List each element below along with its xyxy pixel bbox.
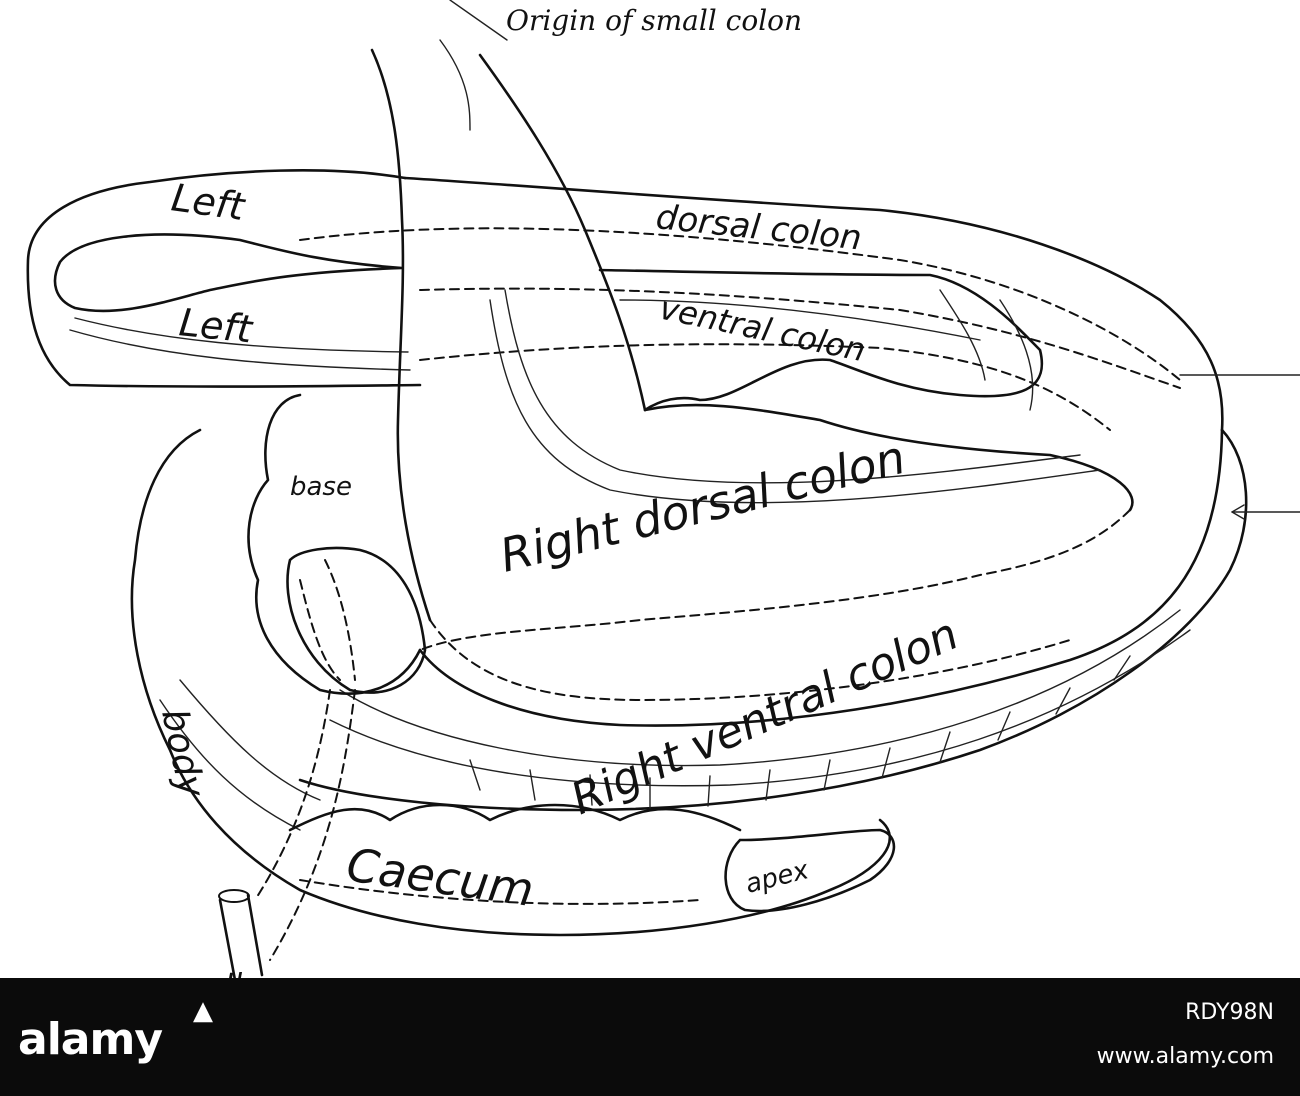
left-ventral-line-1 (74, 317, 409, 353)
left-colon-outline (26, 169, 422, 388)
label-right-ventral-colon: Right ventral colon (564, 609, 966, 825)
dorsal-colon-top (403, 176, 1224, 432)
right-dorsal-inner-1 (504, 289, 1081, 484)
left-ventral-line-2 (69, 329, 411, 371)
ileum-tube-left (218, 898, 236, 978)
site-url-text: www.alamy.com (1096, 1044, 1274, 1069)
colon-diagram: Origin of small colon (26, 0, 1300, 978)
label-caecum: Caecum (343, 837, 537, 917)
small-colon-tube-right (478, 53, 647, 412)
anatomy-illustration: Origin of small colon (26, 0, 1300, 978)
label-ventral-colon: ventral colon (656, 289, 869, 370)
ventral-fold-curve-2 (999, 299, 1034, 411)
ventral-fold-curve-1 (939, 289, 986, 381)
left-colon-inner-loop (53, 233, 404, 313)
label-base: base (290, 472, 352, 502)
watermark-footer: alamy ▲ RDY98N www.alamy.com (0, 978, 1300, 1096)
ventral-colon-fold (598, 268, 1044, 412)
caecum-apex-outline (724, 828, 896, 913)
label-body: body (153, 705, 212, 801)
right-dorsal-colon-outline (643, 403, 1134, 512)
label-right-dorsal-colon: Right dorsal colon (495, 430, 911, 583)
ventral-fold-line (619, 299, 981, 341)
caecum-base-lobe (286, 546, 427, 694)
label-apex: apex (742, 855, 812, 900)
label-ileum-partial: Ileu (225, 968, 280, 978)
right-ventral-colon-outline (298, 428, 1248, 812)
caecum-sacculations (288, 803, 742, 832)
label-left-top: Left (169, 175, 249, 229)
body-fold-1 (159, 699, 301, 831)
ileum-dashed-1 (254, 689, 331, 901)
logo-mark-icon: ▲ (193, 996, 213, 1026)
ileum-tube-right (246, 893, 264, 977)
right-ventral-inner-edge (418, 428, 1224, 727)
caecum-dashed (299, 879, 701, 905)
leader-origin-small-colon (449, 0, 508, 41)
right-ventral-line-1 (339, 609, 1181, 767)
caecum-body-outline (130, 428, 892, 937)
right-ventral-line-2 (329, 629, 1191, 787)
right-dorsal-dashed-lower (429, 619, 1071, 702)
small-colon-top (439, 39, 471, 131)
dorsal-dashed-mid (419, 287, 1181, 389)
base-dashed-1 (299, 579, 341, 681)
right-dorsal-dashed (419, 509, 1131, 651)
label-origin-small-colon: Origin of small colon (506, 4, 802, 37)
pointer-arrowhead (1231, 504, 1245, 520)
caecum-base-outline (247, 393, 422, 695)
body-fold-2 (179, 679, 321, 801)
image-id-text: RDY98N (1185, 1000, 1274, 1025)
alamy-logo: alamy (18, 1014, 163, 1065)
small-colon-tube-left (370, 48, 432, 622)
dorsal-dashed-upper (299, 227, 1181, 381)
ileum-opening (218, 889, 250, 903)
ileum-dashed-2 (269, 689, 356, 961)
base-dashed-2 (324, 559, 356, 681)
right-dorsal-inner-2 (489, 299, 1101, 504)
ventral-dashed-lower (419, 343, 1111, 431)
haustra-ticks (469, 655, 1131, 809)
label-left-lower: Left (177, 300, 256, 352)
